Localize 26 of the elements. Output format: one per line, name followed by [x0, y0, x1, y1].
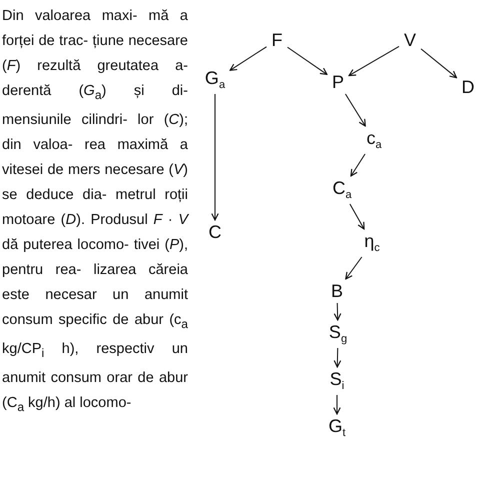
variable-symbol: F: [270, 30, 284, 50]
variable-symbol: S$_{g}$: [326, 322, 350, 346]
variable-symbol: D: [460, 77, 476, 97]
arrow: [348, 46, 400, 76]
variable-symbol: V: [402, 30, 418, 50]
arrow: [211, 94, 219, 221]
variable-symbol: B: [329, 281, 345, 301]
arrow: [349, 204, 365, 230]
variable-symbol: η$_{c}$: [362, 231, 382, 255]
arrow: [420, 48, 458, 78]
arrow: [287, 46, 328, 75]
variable-symbol: C: [206, 222, 224, 242]
arrow: [333, 394, 341, 415]
body-paragraph: Din valoarea maxi- mă a forței de trac- țiune necesare (F) rezultă greutatea a- derentă (G$_{a}$) și di- mensiunile cilindri- lor (C); din valoa- rea maximă a vitesei de mers necesare (V) se deduce dia- metrul roții motoare (D). Produsul F · V dă puterea locomo- tivei (P), pentru rea- lizarea căreia este necesar un anumit consum specific de abur (c$_{a}$ kg/CP$_{i}$ h), respectiv un anumit consum orar de abur (C$_{a}$ kg/h) al locomo-: [2, 7, 188, 416]
variable-symbol: S$_{i}$: [328, 369, 346, 393]
arrow: [345, 256, 362, 280]
variable-symbol: c$_{a}$: [364, 128, 384, 152]
variable-symbol: G$_{a}$: [202, 68, 228, 92]
variable-symbol: G$_{t}$: [326, 416, 348, 440]
arrow: [334, 348, 342, 368]
arrow: [334, 302, 342, 321]
arrow: [230, 46, 267, 71]
arrow: [344, 94, 366, 127]
arrow: [350, 154, 366, 177]
variable-symbol: P: [330, 72, 346, 92]
variable-symbol: C$_{a}$: [330, 178, 354, 202]
